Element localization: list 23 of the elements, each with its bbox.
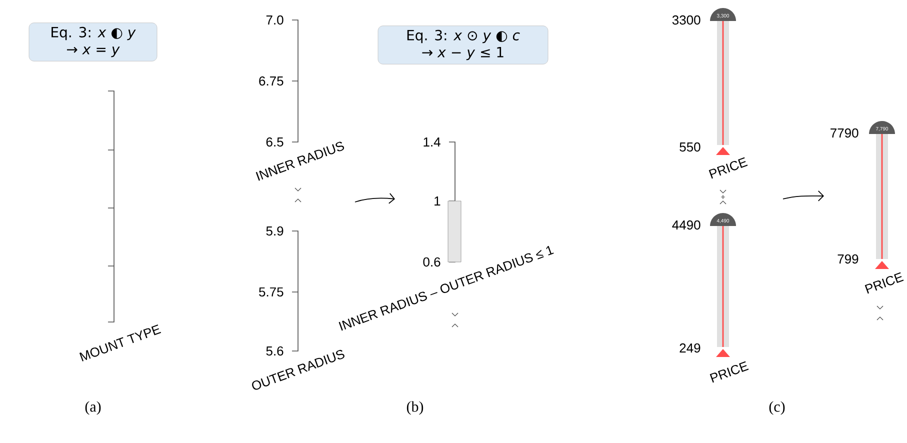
tick-label: 550 [680, 142, 700, 152]
tick-label: 7.0 [266, 15, 284, 25]
tick-label: 5.6 [266, 346, 284, 356]
tick-label: 1 [434, 196, 440, 206]
panel-label: (c) [769, 401, 785, 415]
tick-label: 6.75 [259, 76, 284, 86]
tick-label: 5.9 [266, 226, 284, 236]
tick-label: 5.75 [259, 287, 284, 297]
panel-label: (b) [406, 401, 424, 415]
tick-label: 7790 [830, 128, 858, 138]
tick-label: 249 [680, 343, 700, 353]
axis-title: PRICE [708, 157, 748, 179]
axis-title: PRICE [710, 361, 749, 383]
tick-label: 3300 [672, 15, 700, 25]
tick-label: 4490 [672, 220, 700, 230]
tick-label: 6.5 [266, 137, 284, 147]
equation-box: Eq. 3: x ⊙ y ◐ c → x − y ≤ 1 [378, 26, 548, 64]
panel-label: (a) [85, 401, 101, 415]
tick-label: 799 [838, 254, 858, 264]
equation-box: Eq. 3: x ◐ y → x = y [28, 22, 158, 62]
tick-label: 0.6 [423, 257, 440, 267]
tick-label: 1.4 [424, 138, 440, 146]
axis-title: PRICE [864, 272, 904, 294]
